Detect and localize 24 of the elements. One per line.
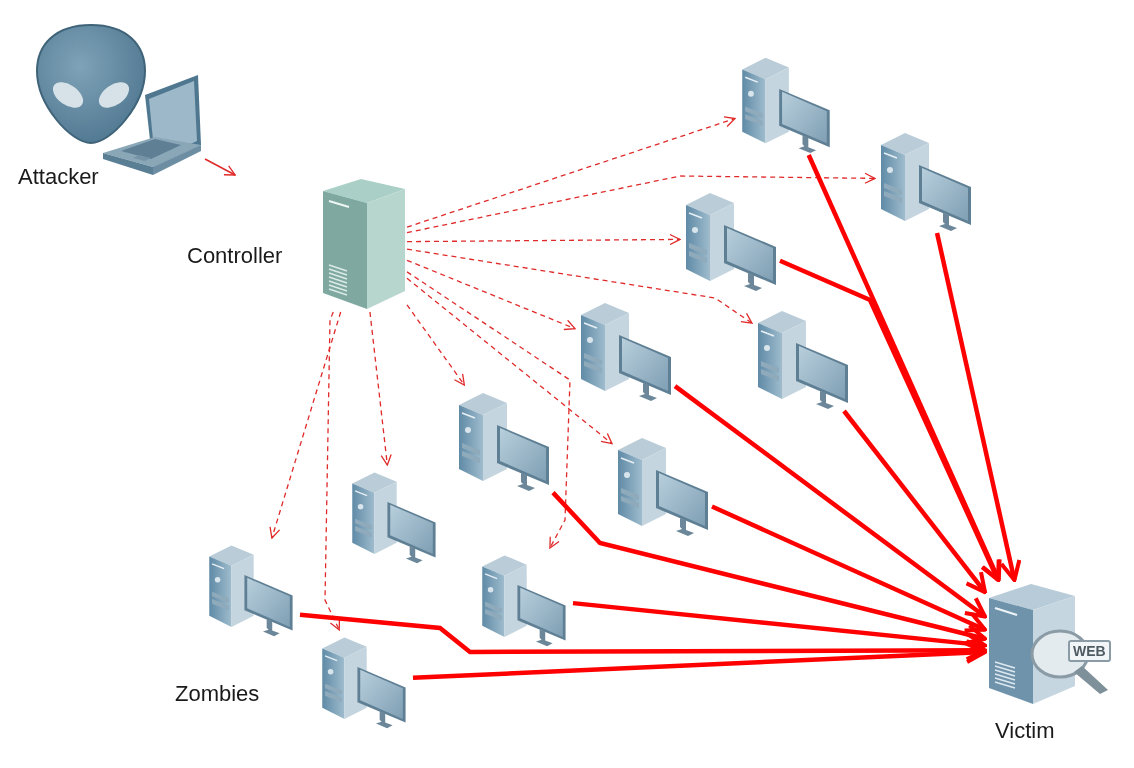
arrow bbox=[324, 311, 341, 631]
arrow bbox=[204, 158, 236, 176]
arrow bbox=[406, 233, 681, 246]
arrow bbox=[369, 311, 392, 466]
arrow bbox=[779, 258, 1001, 582]
arrow bbox=[711, 504, 987, 633]
arrow bbox=[406, 271, 571, 549]
arrow bbox=[406, 277, 613, 445]
arrow bbox=[299, 612, 987, 662]
group-label: Zombies bbox=[175, 680, 260, 708]
web-tag: WEB bbox=[1068, 640, 1111, 662]
arrow bbox=[406, 116, 736, 228]
node-label: Victim bbox=[995, 717, 1055, 745]
arrow bbox=[806, 154, 1002, 582]
arrow bbox=[406, 259, 576, 331]
arrow bbox=[934, 232, 1022, 582]
arrow bbox=[842, 409, 987, 595]
arrow bbox=[406, 304, 465, 386]
arrow bbox=[269, 311, 342, 539]
node-label: Attacker bbox=[18, 163, 99, 191]
node-label: Controller bbox=[187, 242, 283, 270]
arrow bbox=[406, 248, 753, 324]
arrow bbox=[406, 172, 876, 234]
arrow bbox=[673, 384, 987, 619]
